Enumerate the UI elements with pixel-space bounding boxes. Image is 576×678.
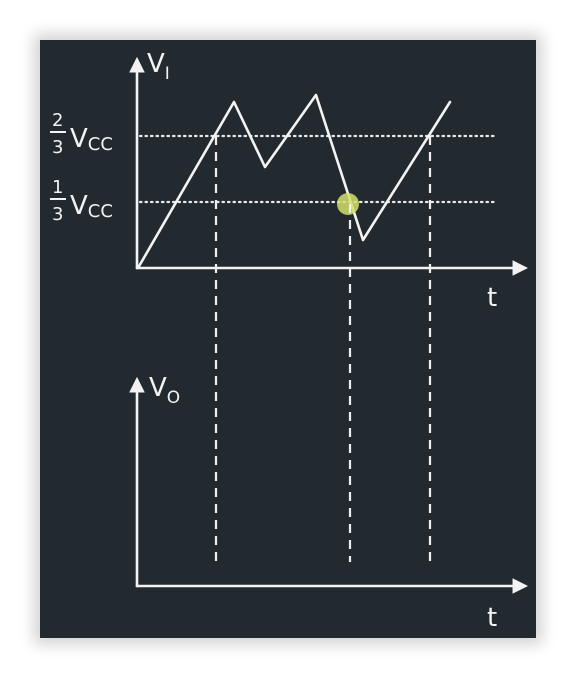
bottom-x-axis-label: t xyxy=(487,603,497,633)
lower-threshold-label: 1 3 VCC xyxy=(50,177,113,225)
upper-threshold-denominator: 3 xyxy=(52,137,63,158)
threshold-crossing-marker xyxy=(337,193,359,215)
lower-threshold-denominator: 3 xyxy=(52,204,63,225)
input-waveform xyxy=(136,93,452,270)
upper-threshold-numerator: 2 xyxy=(52,110,63,131)
lower-threshold-symbol: VCC xyxy=(70,191,113,222)
lower-threshold-numerator: 1 xyxy=(52,177,63,198)
upper-threshold-label: 2 3 VCC xyxy=(50,110,113,158)
top-y-axis-label: VI xyxy=(147,49,170,84)
chalkboard-diagram xyxy=(40,40,536,638)
upper-threshold-symbol: VCC xyxy=(70,124,113,155)
bottom-y-axis-label: VO xyxy=(149,373,180,408)
top-x-axis-label: t xyxy=(487,283,497,313)
